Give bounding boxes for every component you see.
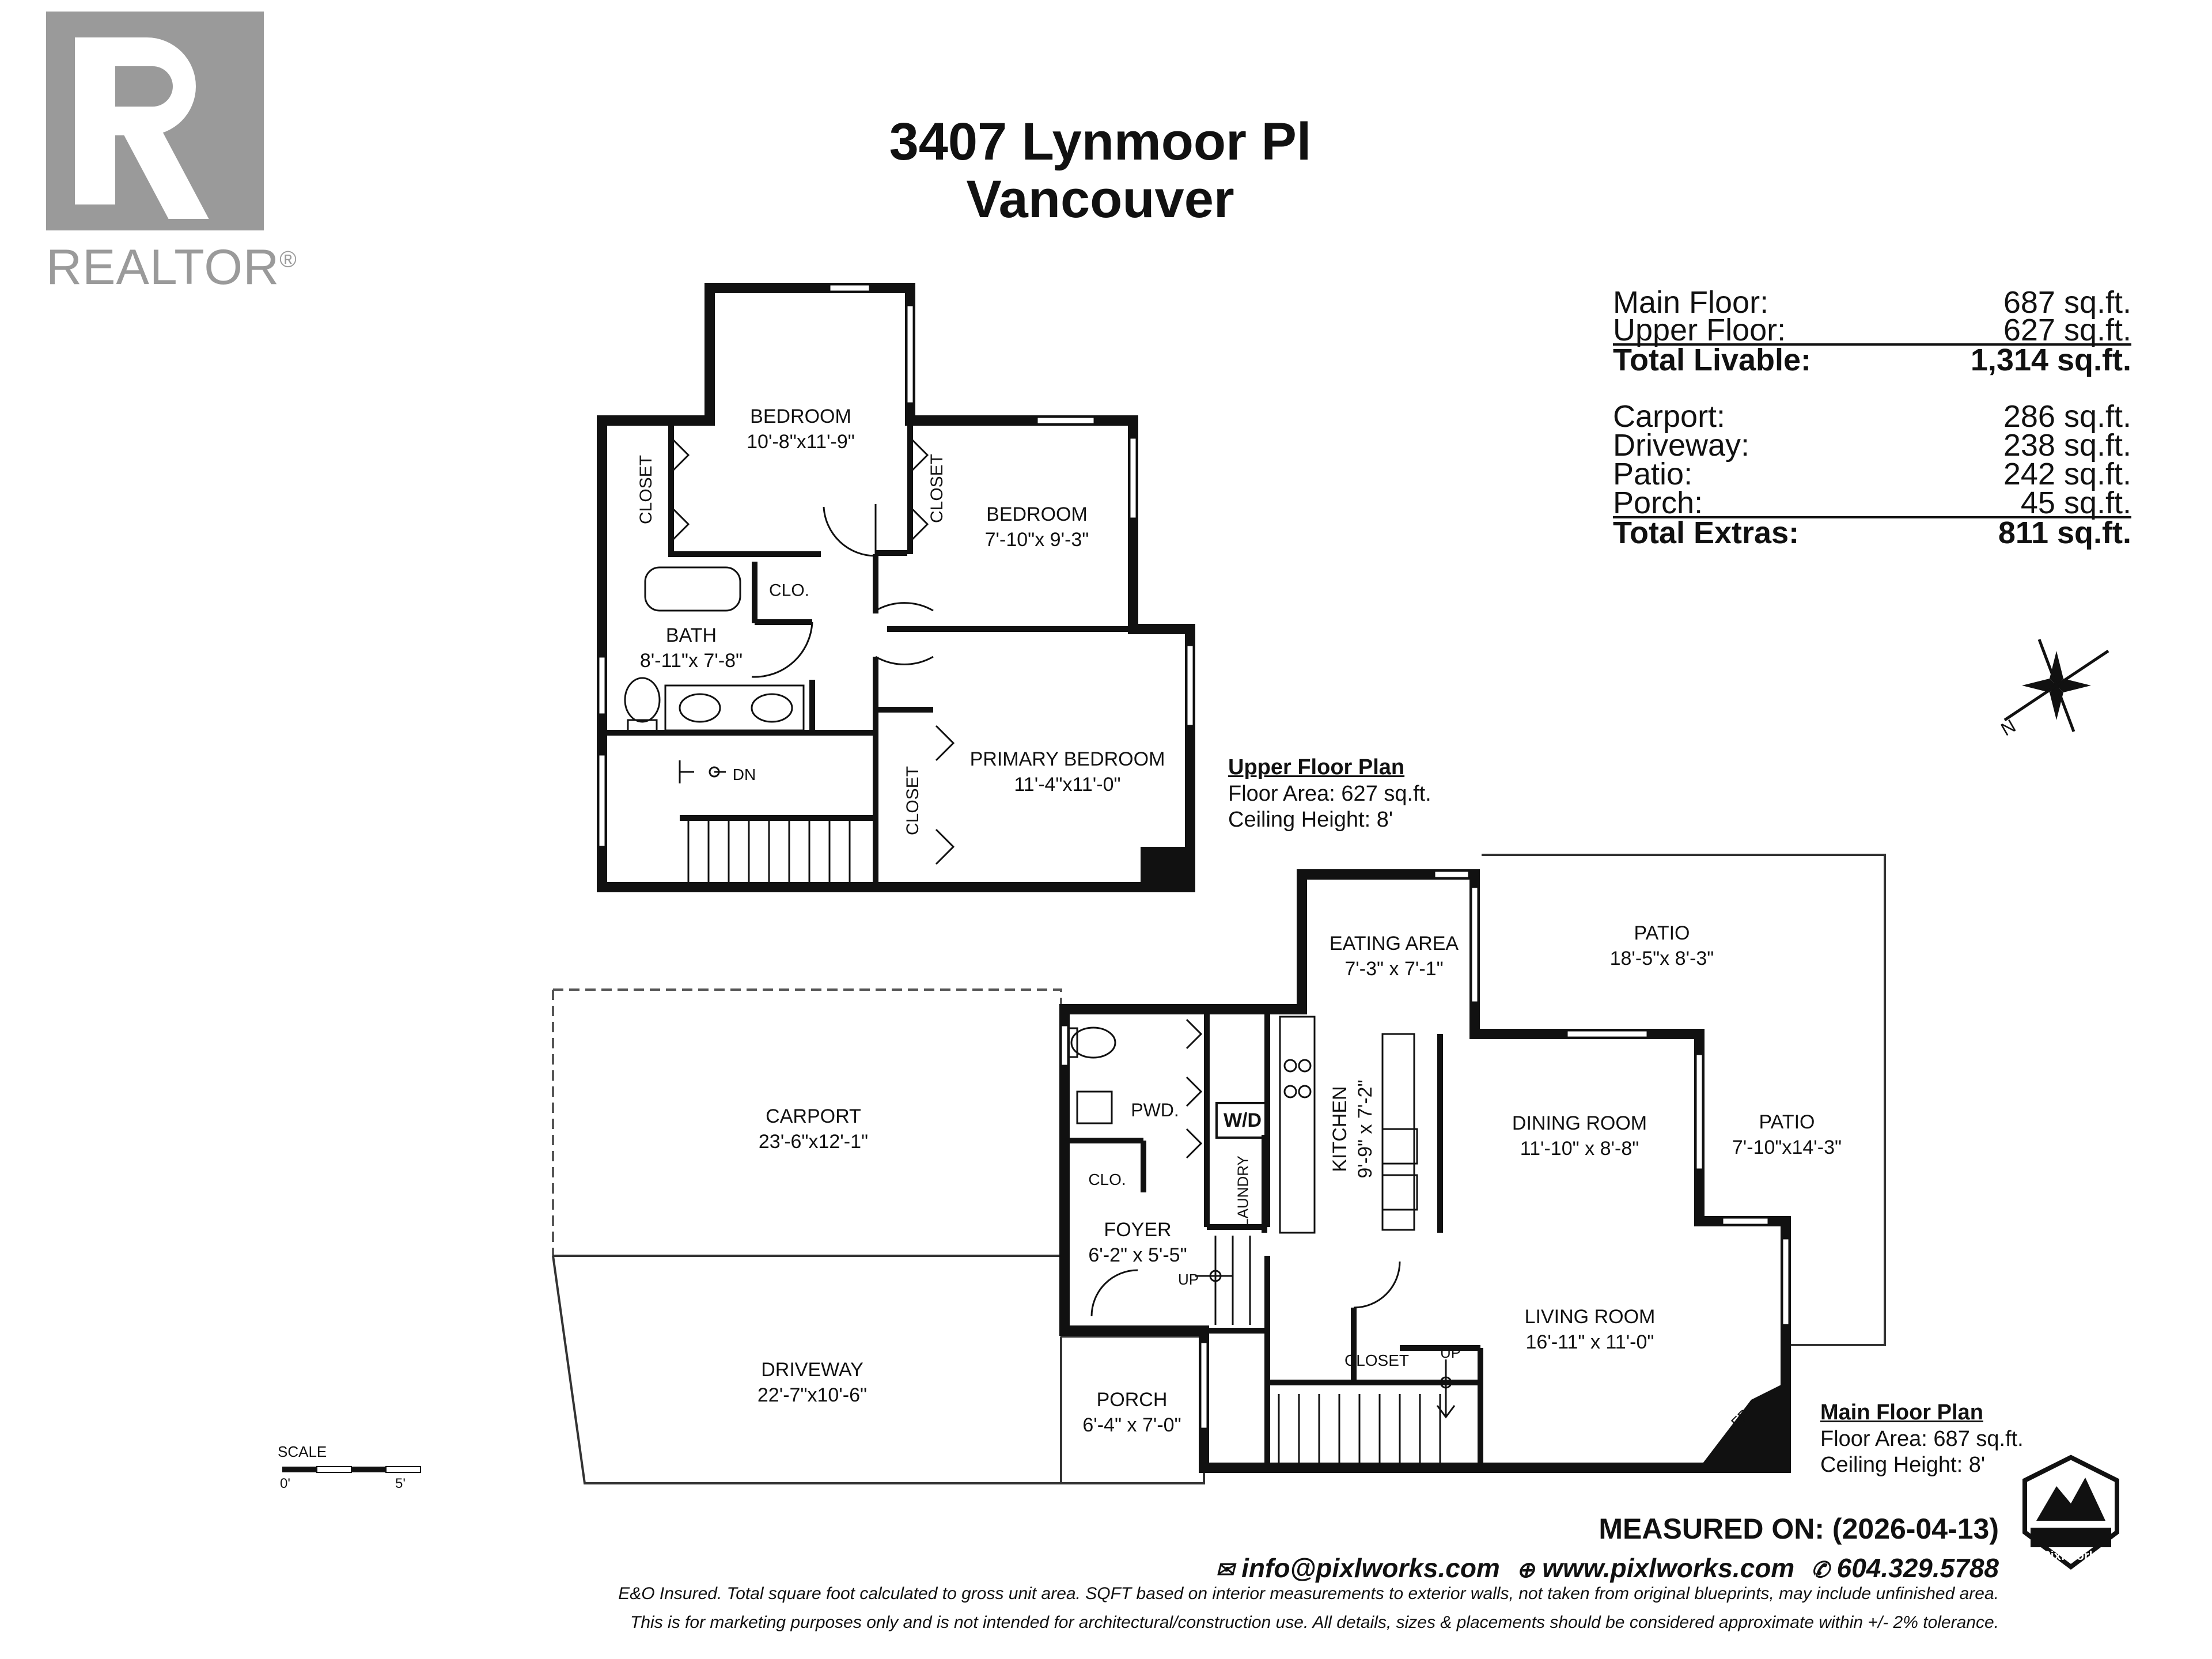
compass-rose-icon (2003, 639, 2109, 732)
upper-floor-title: Upper Floor Plan (1228, 755, 1405, 779)
disclaimer-line-2: This is for marketing purposes only and … (630, 1613, 1999, 1632)
main-floor-info: Main Floor Plan Floor Area: 687 sq.ft. C… (1820, 1400, 2024, 1479)
phone-number[interactable]: 604.329.5788 (1836, 1553, 1999, 1583)
scale-label: SCALE (278, 1443, 327, 1460)
measured-on: MEASURED ON: (2026-04-13) (1599, 1513, 1999, 1545)
main-clo-label: CLO. (1088, 1170, 1126, 1188)
address-line-1: 3407 Lynmoor Pl (889, 112, 1312, 171)
summary-row-driveway: Driveway:238 sq.ft. (1613, 428, 2131, 463)
email-icon: ✉ (1215, 1558, 1234, 1582)
area-summary-table: Main Floor:687 sq.ft. Upper Floor:627 sq… (1613, 285, 2131, 553)
realtor-r-icon (46, 12, 264, 230)
upper-floor-info: Upper Floor Plan Floor Area: 627 sq.ft. … (1228, 755, 1431, 834)
disclaimer-line-1: E&O Insured. Total square foot calculate… (618, 1584, 1999, 1603)
summary-row-patio: Patio:242 sq.ft. (1613, 457, 2131, 491)
laundry-label: LAUNDRY (1234, 1156, 1252, 1227)
globe-icon: ⊕ (1516, 1558, 1535, 1582)
upper-closet-2-label: CLOSET (927, 453, 946, 524)
upper-clo-label: CLO. (768, 581, 810, 600)
upper-floor-area: Floor Area: 627 sq.ft. (1228, 781, 1431, 806)
main-floor-ceiling: Ceiling Height: 8' (1820, 1453, 1986, 1478)
email-link[interactable]: info@pixlworks.com (1241, 1553, 1500, 1583)
realtor-text: REALTOR (46, 240, 280, 295)
contact-line: ✉ info@pixlworks.com ⊕ www.pixlworks.com… (1216, 1552, 1999, 1584)
upper-floor-ceiling: Ceiling Height: 8' (1228, 808, 1393, 832)
washer-dryer-label: W/D (1215, 1101, 1270, 1139)
summary-row-carport: Carport:286 sq.ft. (1613, 399, 2131, 434)
summary-divider-2 (1613, 516, 2131, 518)
pixlworks-logo-text: PixlWorks (2042, 1548, 2103, 1563)
up-label-1: UP (1177, 1271, 1199, 1289)
pwd-label: PWD. (1131, 1100, 1179, 1121)
upper-closet-3-label: CLOSET (903, 766, 922, 836)
upper-closet-1-label: CLOSET (637, 454, 656, 525)
up-label-2: UP (1440, 1344, 1461, 1362)
pixlworks-logo (2022, 1455, 2119, 1570)
website-link[interactable]: www.pixlworks.com (1542, 1553, 1795, 1583)
address-line-2: Vancouver (966, 170, 1234, 229)
main-closet-label: CLOSET (1344, 1351, 1410, 1369)
summary-row-total-livable: Total Livable:1,314 sq.ft. (1613, 343, 2131, 377)
scale-max-label: 5' (395, 1476, 406, 1491)
main-floor-title: Main Floor Plan (1820, 1400, 1983, 1425)
phone-icon: ✆ (1810, 1558, 1830, 1582)
summary-divider (1613, 343, 2131, 346)
summary-row-porch: Porch:45 sq.ft. (1613, 486, 2131, 520)
scale-bar (282, 1466, 421, 1473)
realtor-logo: REALTOR® (46, 12, 297, 295)
summary-row-main: Main Floor:687 sq.ft. (1613, 285, 2131, 320)
summary-row-total-extras: Total Extras:811 sq.ft. (1613, 516, 2131, 550)
summary-row-upper: Upper Floor:627 sq.ft. (1613, 313, 2131, 347)
scale-min-label: 0' (280, 1476, 290, 1491)
main-floor-area: Floor Area: 687 sq.ft. (1820, 1426, 2024, 1451)
upper-dn-label: DN (732, 765, 756, 783)
registered-mark: ® (279, 247, 297, 272)
